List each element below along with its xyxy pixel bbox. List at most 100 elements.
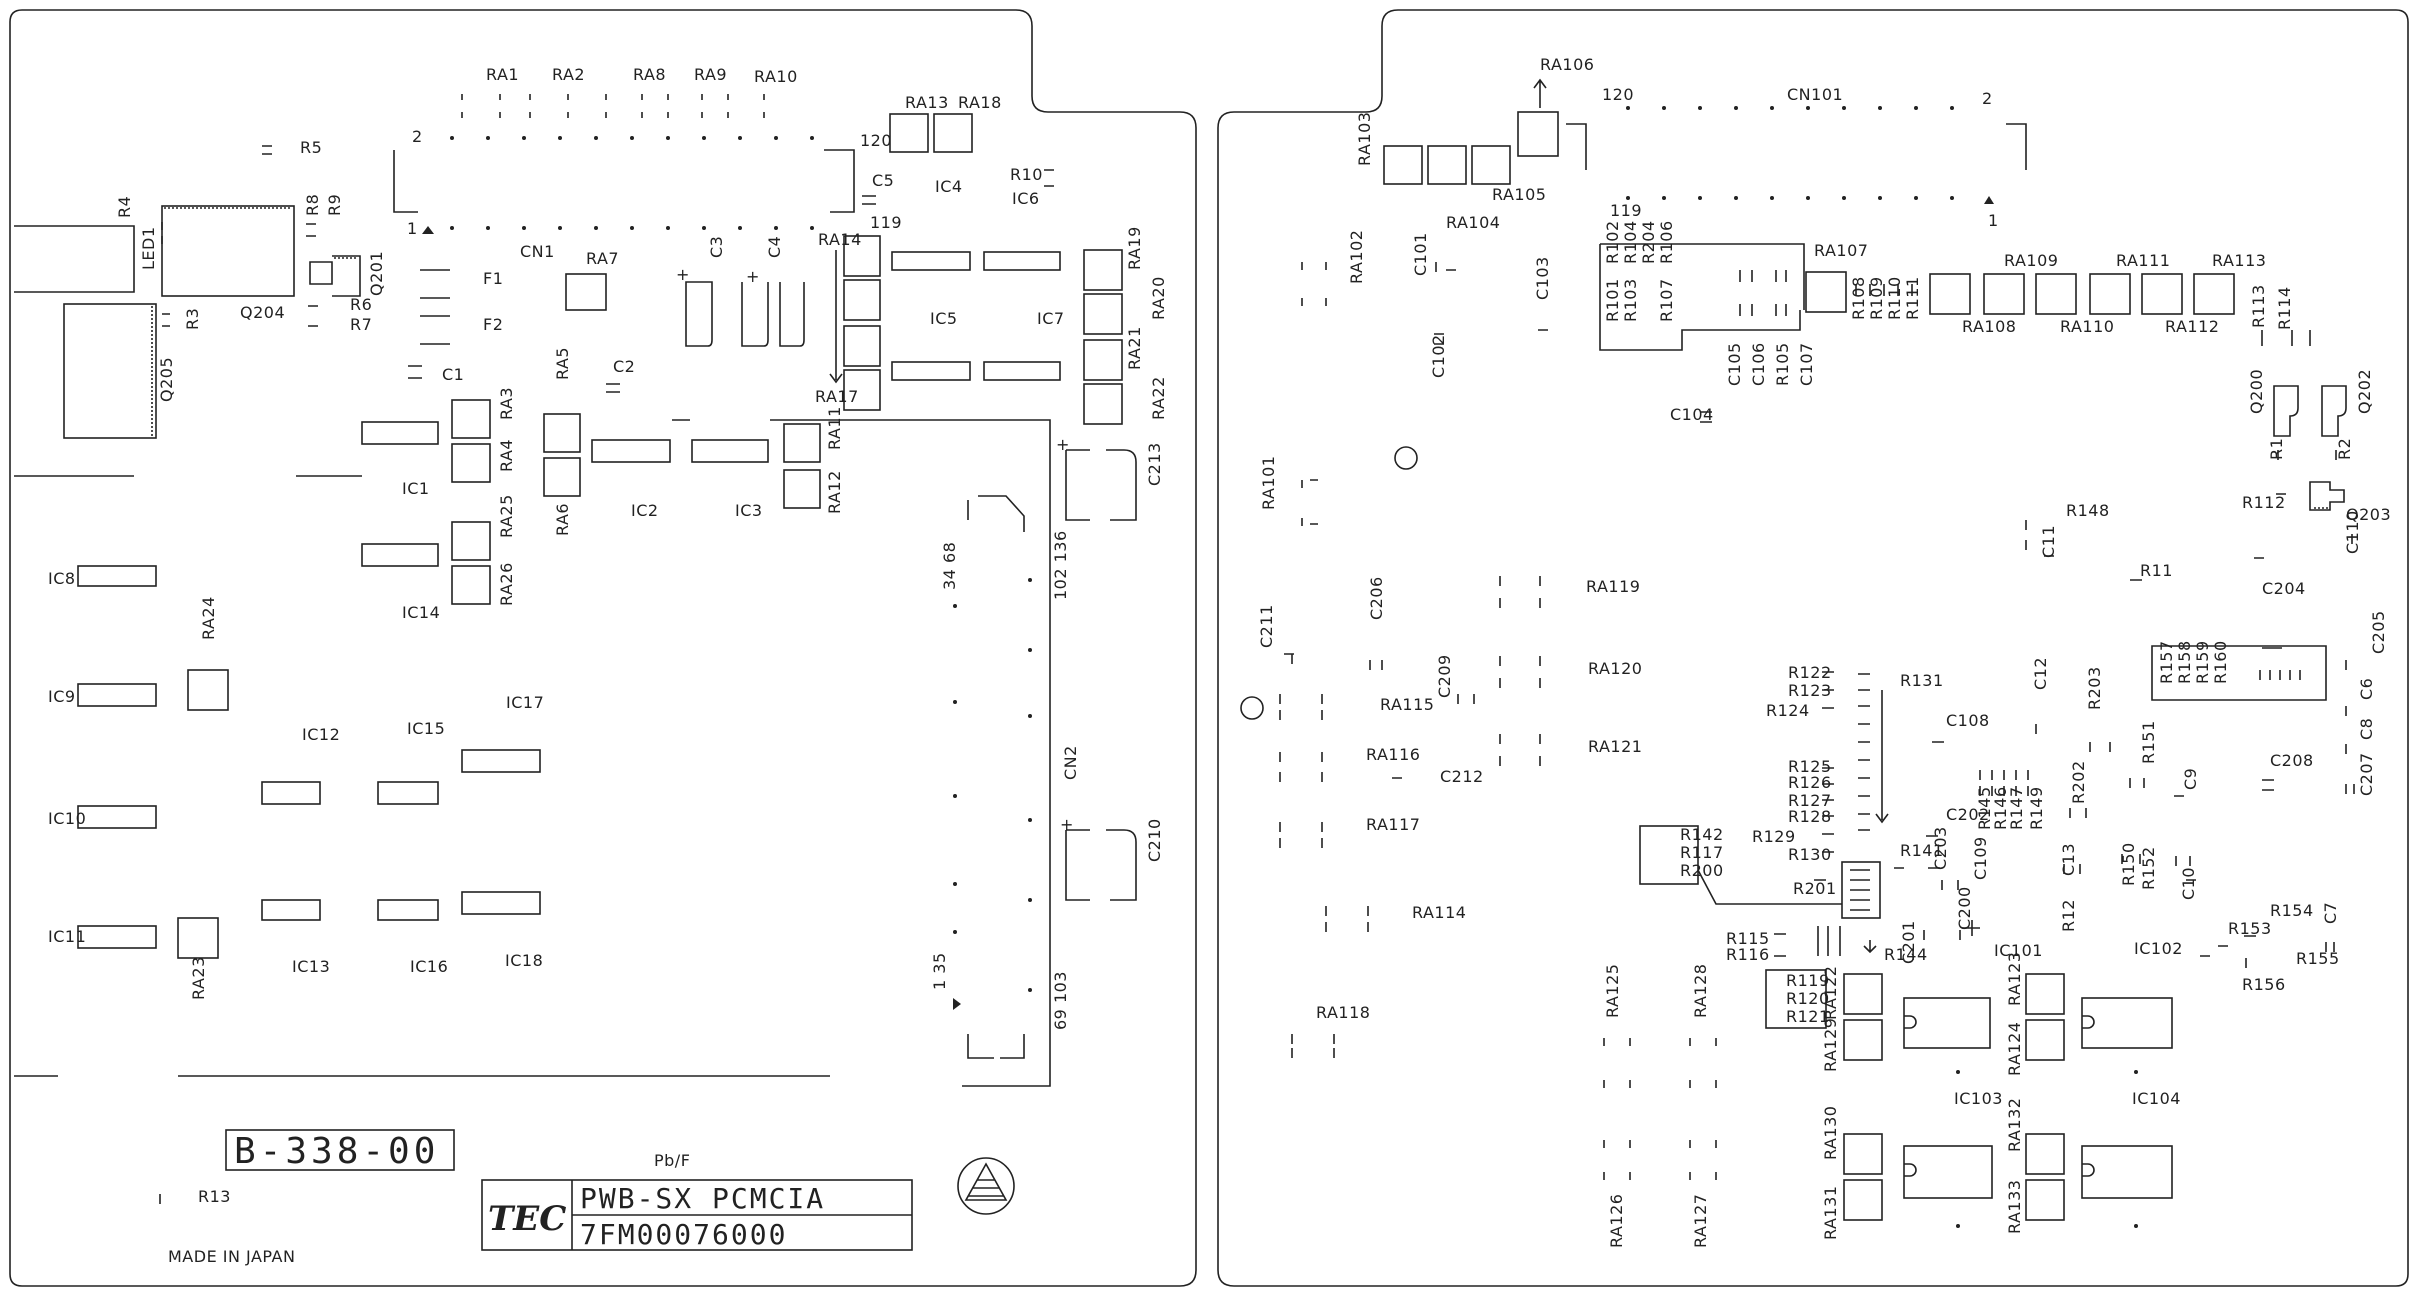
component-label-ra2: RA2 — [552, 65, 585, 84]
component-label-r8: R8 — [303, 194, 322, 216]
component-label-f1: F1 — [483, 269, 503, 288]
component-label-ra118: RA118 — [1316, 1003, 1370, 1022]
component-label-ra107: RA107 — [1814, 241, 1868, 260]
component-label-ra133: RA133 — [2005, 1180, 2024, 1234]
component-label-c1: C1 — [442, 365, 464, 384]
component-label-ic17: IC17 — [506, 693, 544, 712]
component-label-ic101: IC101 — [1994, 941, 2043, 960]
component-label-r203: R203 — [2085, 666, 2104, 710]
left-board-outline — [9, 9, 1197, 1287]
component-label-ic7: IC7 — [1037, 309, 1065, 328]
component-label-ra123: RA123 — [2005, 952, 2024, 1006]
brand-logo-text: TEC — [488, 1199, 566, 1239]
component-label-ra8: RA8 — [633, 65, 666, 84]
component-label-c101: C101 — [1411, 232, 1430, 276]
component-label-r130: R130 — [1788, 845, 1832, 864]
component-label-r12: R12 — [2059, 899, 2078, 932]
cn1-pins — [422, 136, 814, 234]
component-label-c5: C5 — [872, 171, 894, 190]
component-label-r158: R158 — [2175, 640, 2194, 684]
lead-free-mark: Pb/F — [654, 1151, 690, 1170]
component-label-r160: R160 — [2211, 640, 2230, 684]
component-label-c103: C103 — [1533, 256, 1552, 300]
component-label-cn2: CN2 — [1061, 745, 1080, 780]
component-label-2: 2 — [1982, 89, 1993, 108]
component-label-120: 120 — [860, 131, 892, 150]
component-label-ra21: RA21 — [1125, 326, 1144, 370]
component-label-ra128: RA128 — [1691, 964, 1710, 1018]
component-label-r106: R106 — [1657, 220, 1676, 264]
component-label-c202: C202 — [1946, 805, 1990, 824]
component-label-c4: C4 — [765, 236, 784, 258]
part-number-text: 7FM00076000 — [580, 1218, 787, 1251]
component-label-ra104: RA104 — [1446, 213, 1500, 232]
component-label-r119: R119 — [1786, 971, 1830, 990]
component-label-ic11: IC11 — [48, 927, 86, 946]
component-label-ra108: RA108 — [1962, 317, 2016, 336]
component-label-r147: R147 — [2007, 786, 2026, 830]
component-label-ra19: RA19 — [1125, 226, 1144, 270]
component-label-q201: Q201 — [367, 251, 386, 296]
component-label-r150: R150 — [2119, 842, 2138, 886]
component-label-c200: C200 — [1955, 886, 1974, 930]
component-label-r101: R101 — [1603, 278, 1622, 322]
component-label-ra26: RA26 — [497, 562, 516, 606]
component-label-q202: Q202 — [2355, 369, 2374, 414]
component-label-ra3: RA3 — [497, 387, 516, 420]
component-label-ra12: RA12 — [825, 470, 844, 514]
component-label-ra11: RA11 — [825, 406, 844, 450]
component-label-ra23: RA23 — [189, 956, 208, 1000]
component-label-cn1: CN1 — [520, 242, 555, 261]
component-label-r149: R149 — [2027, 786, 2046, 830]
component-label-ra131: RA131 — [1821, 1186, 1840, 1240]
component-label-ra24: RA24 — [199, 596, 218, 640]
component-label-c207: C207 — [2357, 752, 2376, 796]
component-label-ic104: IC104 — [2132, 1089, 2181, 1108]
component-label-r127: R127 — [1788, 791, 1832, 810]
component-label-ic3: IC3 — [735, 501, 763, 520]
component-label-ra5: RA5 — [553, 347, 572, 380]
component-label-c104: C104 — [1670, 405, 1714, 424]
component-label-f2: F2 — [483, 315, 503, 334]
component-label-c13: C13 — [2059, 843, 2078, 876]
component-label-r115: R115 — [1726, 929, 1770, 948]
svg-text:+: + — [746, 267, 760, 286]
component-label-c108: C108 — [1946, 711, 1990, 730]
component-label-ic18: IC18 — [505, 951, 543, 970]
component-label-r201: R201 — [1793, 879, 1837, 898]
product-title-block: TEC PWB-SX PCMCIA 7FM00076000 — [481, 1179, 913, 1251]
component-label-ic12: IC12 — [302, 725, 340, 744]
component-label-34-68: 34 68 — [940, 542, 959, 590]
component-label-r13: R13 — [198, 1187, 231, 1206]
component-label-r5: R5 — [300, 138, 322, 157]
component-label-c6: C6 — [2357, 678, 2376, 700]
component-label-ra25: RA25 — [497, 494, 516, 538]
component-label-r128: R128 — [1788, 807, 1832, 826]
component-label-r153: R153 — [2228, 919, 2272, 938]
component-label-1: 1 — [407, 219, 418, 238]
component-label-69-103: 69 103 — [1051, 971, 1070, 1030]
component-label-ic103: IC103 — [1954, 1089, 2003, 1108]
component-label-r103: R103 — [1621, 278, 1640, 322]
component-label-r114: R114 — [2275, 286, 2294, 330]
component-label-r1: R1 — [2267, 438, 2286, 460]
component-label-ra9: RA9 — [694, 65, 727, 84]
component-label-ra132: RA132 — [2005, 1098, 2024, 1152]
component-label-r148: R148 — [2066, 501, 2110, 520]
component-label-r113: R113 — [2249, 284, 2268, 328]
component-label-q205: Q205 — [157, 357, 176, 402]
made-in-text: MADE IN JAPAN — [168, 1247, 295, 1266]
component-label-r120: R120 — [1786, 989, 1830, 1008]
component-label-q200: Q200 — [2247, 369, 2266, 414]
component-label-r2: R2 — [2335, 438, 2354, 460]
svg-text:+: + — [676, 265, 690, 284]
component-label-ra1: RA1 — [486, 65, 519, 84]
component-label-ra109: RA109 — [2004, 251, 2058, 270]
component-label-c102: C102 — [1429, 334, 1448, 378]
component-label-r131: R131 — [1900, 671, 1944, 690]
component-label-ra120: RA120 — [1588, 659, 1642, 678]
component-label-ra122: RA122 — [1821, 966, 1840, 1020]
component-label-ra113: RA113 — [2212, 251, 2266, 270]
component-label-ra106: RA106 — [1540, 55, 1594, 74]
